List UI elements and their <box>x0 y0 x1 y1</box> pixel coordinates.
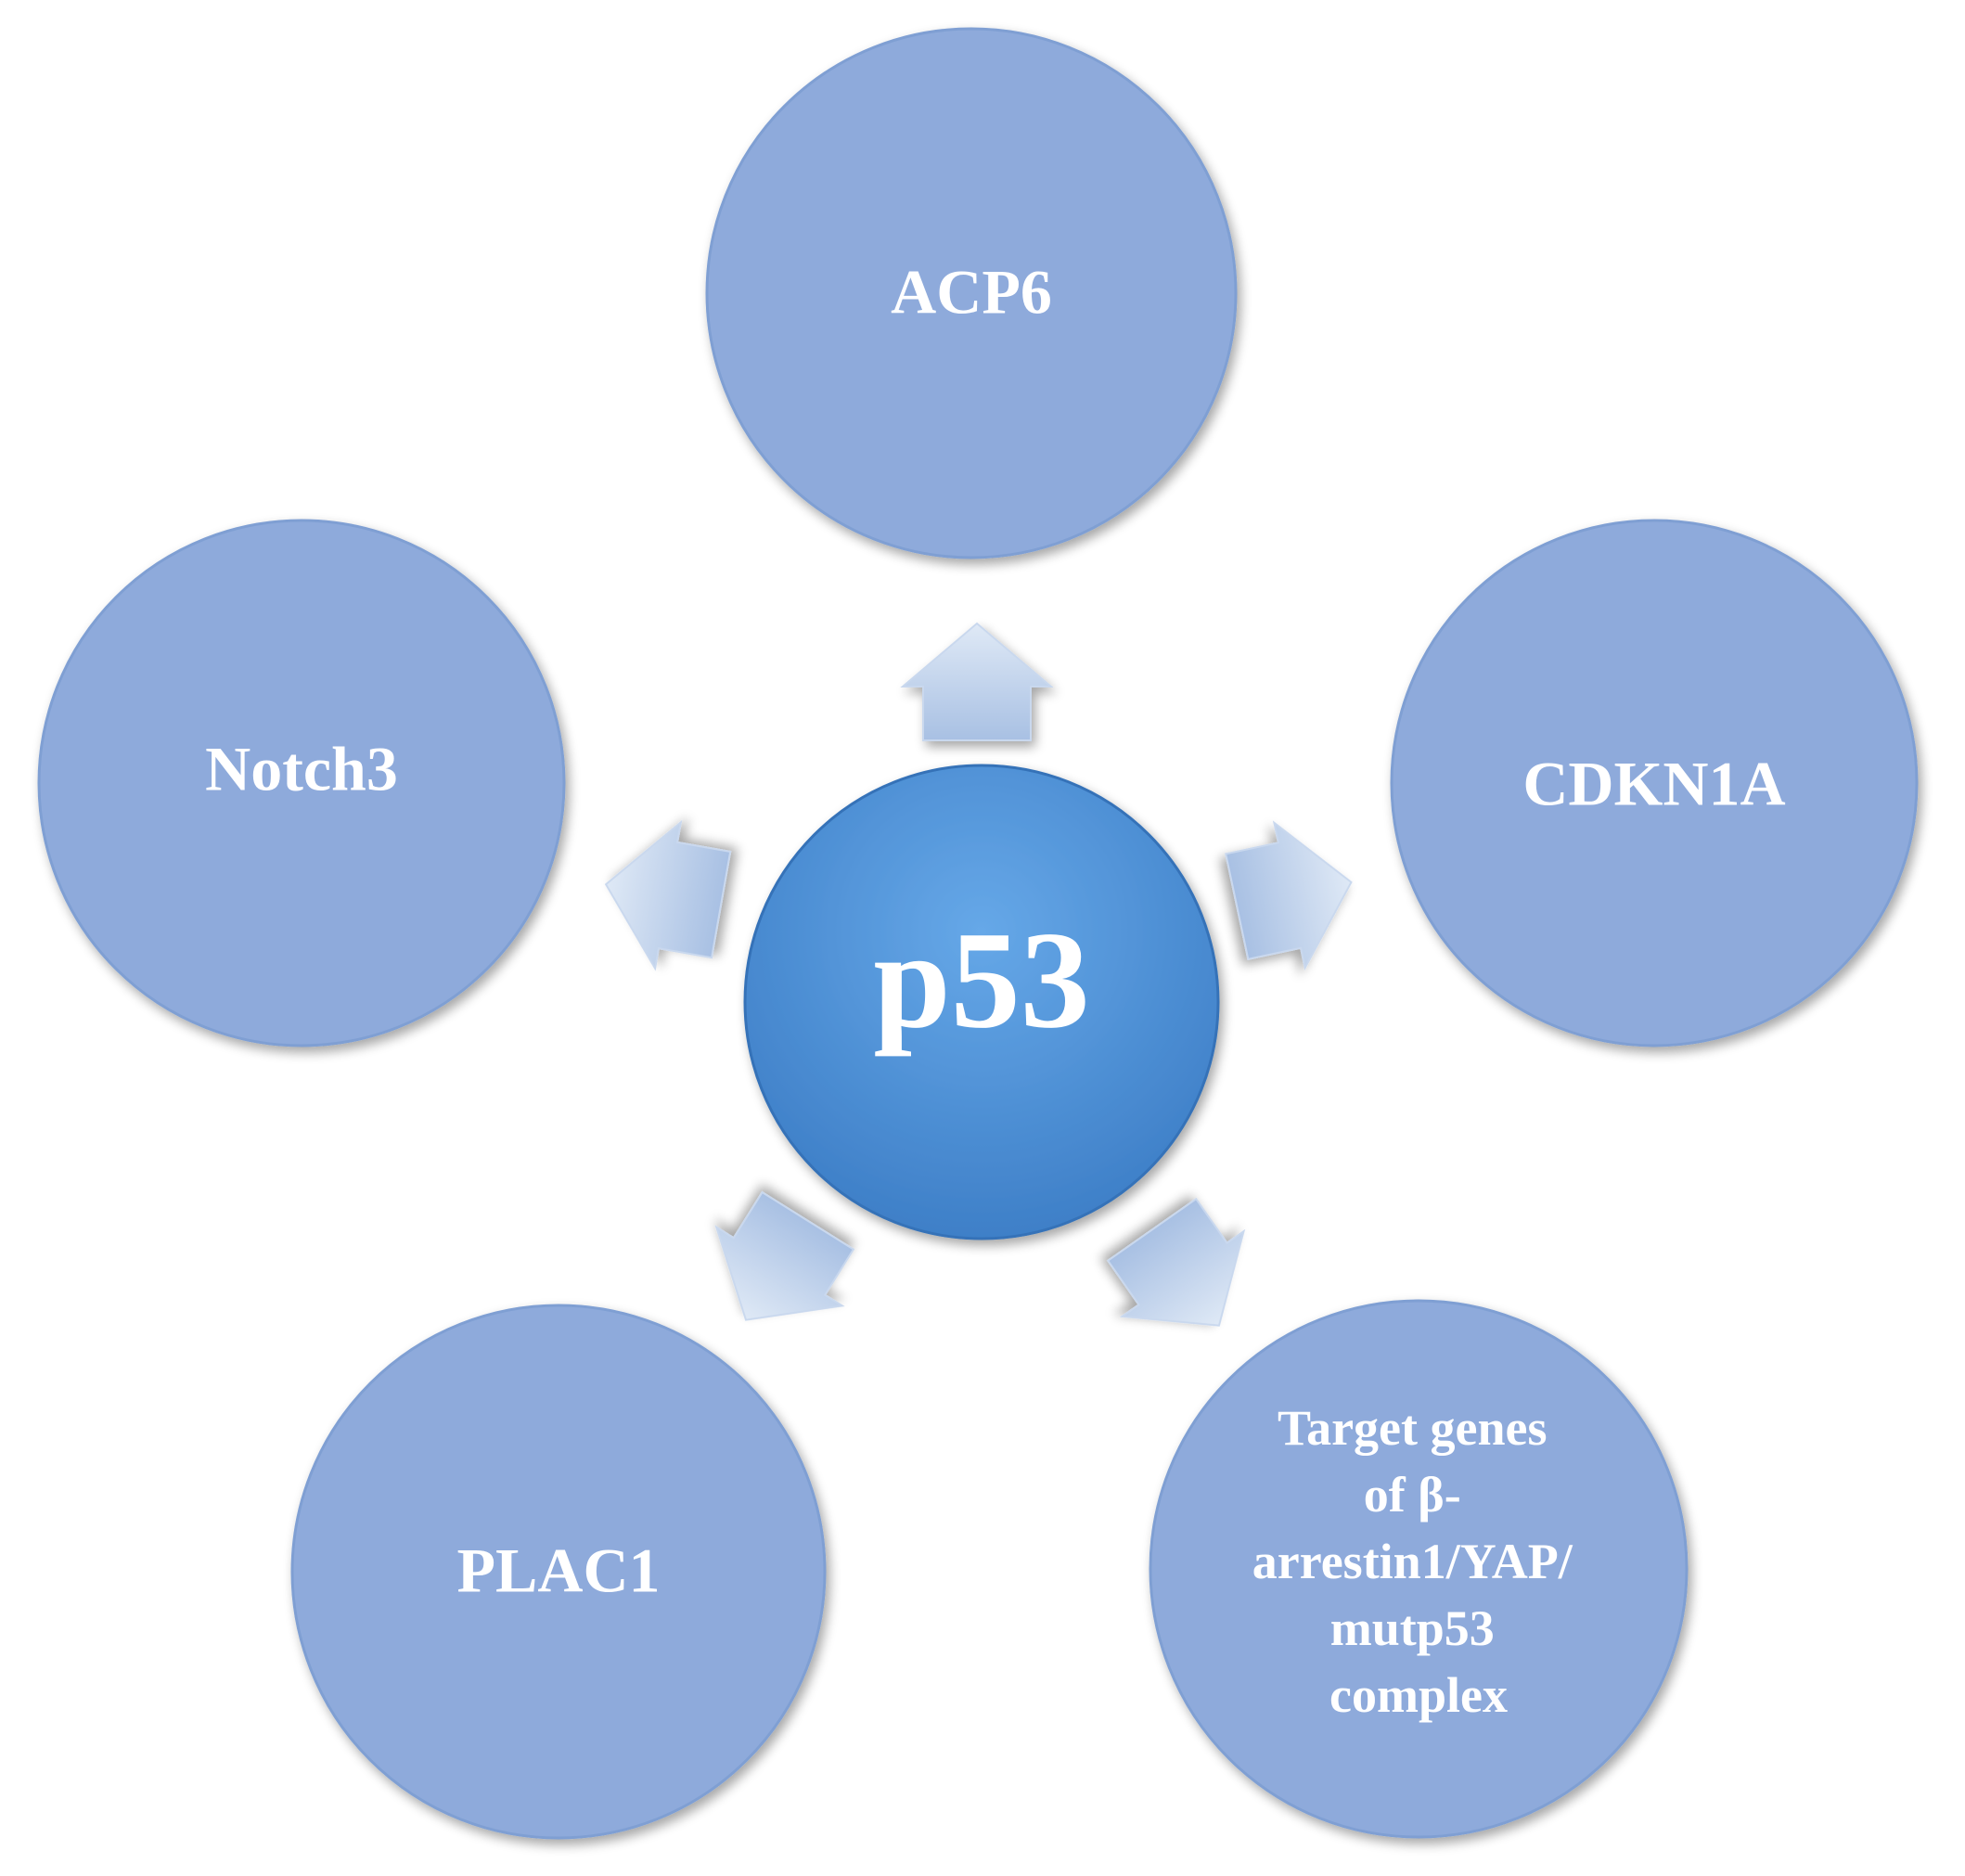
node-target-genes: Target genes of β- arrestin1/YAP/ mutp53… <box>1149 1299 1689 1839</box>
node-acp6-circle <box>705 27 1238 559</box>
arrow-to-plac1-shape <box>714 1190 855 1321</box>
node-acp6-label: ACP6 <box>891 257 1052 328</box>
node-plac1-label: PLAC1 <box>456 1535 660 1606</box>
arrow-to-target-genes <box>1106 1197 1246 1327</box>
arrow-to-plac1 <box>714 1190 855 1321</box>
node-target-genes-line-1: Target genes <box>1278 1400 1547 1456</box>
arrow-to-target-genes-shape <box>1106 1197 1246 1327</box>
arrow-to-notch3-shape <box>604 819 732 971</box>
arrow-to-acp6 <box>900 622 1054 741</box>
node-p53-circle <box>743 764 1220 1240</box>
node-target-genes-line-4: mutp53 <box>1330 1600 1495 1656</box>
node-target-genes-line-2: of β- <box>1364 1467 1461 1523</box>
node-notch3-circle <box>37 519 566 1047</box>
arrow-to-acp6-shape <box>900 622 1054 741</box>
node-target-genes-line-5: complex <box>1329 1667 1508 1723</box>
node-cdkn1a-circle <box>1390 519 1919 1047</box>
node-target-genes-line-3: arrestin1/YAP/ <box>1252 1534 1573 1589</box>
node-cdkn1a-label: CDKN1A <box>1522 749 1785 819</box>
node-notch3: Notch3 <box>37 519 566 1047</box>
node-plac1-circle <box>290 1304 827 1840</box>
node-notch3-label: Notch3 <box>205 734 398 804</box>
node-target-genes-label: Target genes of β- arrestin1/YAP/ mutp53… <box>1252 1400 1586 1723</box>
node-p53-label: p53 <box>873 903 1089 1057</box>
node-cdkn1a: CDKN1A <box>1390 519 1919 1047</box>
arrow-to-notch3 <box>604 819 732 971</box>
node-plac1: PLAC1 <box>290 1304 827 1840</box>
node-p53: p53 <box>743 764 1220 1240</box>
arrow-to-cdkn1a <box>1225 820 1353 971</box>
node-acp6: ACP6 <box>705 27 1238 559</box>
arrow-to-cdkn1a-shape <box>1225 820 1353 971</box>
node-target-genes-circle <box>1149 1299 1689 1839</box>
